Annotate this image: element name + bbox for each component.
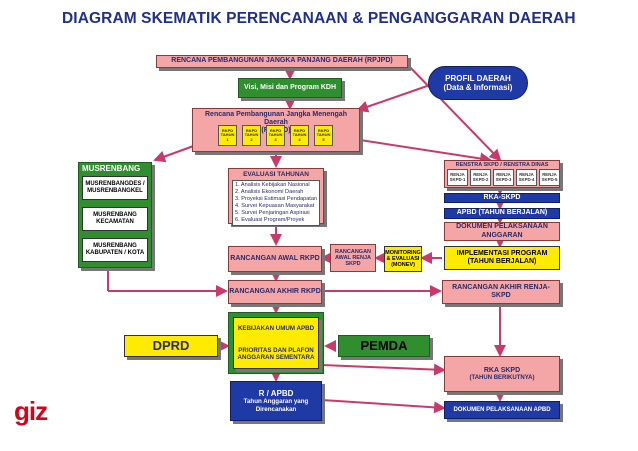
renstra-title: RENSTRA SKPD / RENSTRA DINAS: [455, 162, 549, 168]
evaluasi-item: 1. Analisis Kebijakan Nasional: [235, 182, 310, 188]
rkpd-year-1: RKPD TAHUN 1: [218, 125, 237, 146]
dprd-box: DPRD: [124, 335, 218, 357]
arrow-rapbd-dpa: [321, 399, 446, 414]
kua-title: KEBIJAKAN UMUM APBD: [237, 325, 315, 333]
implementasi-box: IMPLEMENTASI PROGRAM (TAHUN BERJALAN): [444, 246, 560, 270]
rka-skpd-subtitle: (TAHUN BERIKUTNYA): [469, 374, 535, 381]
renja-year-4: RENJA SKPD-4: [516, 169, 537, 186]
kua-ppas-box: KEBIJAKAN UMUM APBD PRIORITAS DAN PLAFON…: [233, 317, 319, 369]
rapbd-title: R / APBD: [258, 389, 294, 399]
rkpd-year-5: RKPD TAHUN 5: [314, 125, 333, 146]
renja-year-1: RENJA SKPD-1: [447, 169, 468, 186]
giz-logo: giz: [14, 396, 48, 426]
profil-title: PROFIL DAERAH: [445, 73, 511, 83]
evaluasi-item: 2. Analisis Ekonomi Daerah: [235, 188, 304, 195]
arrow-kua-rka: [321, 363, 446, 376]
arrow-rpjmd-renstra: [359, 139, 492, 165]
rka-skpd-bottom-box: RKA SKPD (TAHUN BERIKUTNYA): [444, 356, 560, 392]
arrow-profil-rpjmd: [356, 84, 431, 113]
musrenbang-des-box: MUSRENBANGDES / MUSRENBANGKEL: [82, 176, 148, 200]
rancangan-akhir-renja-box: RANCANGAN AKHIR RENJA-SKPD: [442, 280, 560, 304]
evaluasi-title: EVALUASI TAHUNAN: [243, 171, 309, 178]
kua-ppas-outer: KEBIJAKAN UMUM APBD PRIORITAS DAN PLAFON…: [228, 312, 324, 374]
arrow-rpjpd-renstra: [404, 61, 502, 162]
rkpd-year-3: RKPD TAHUN 3: [266, 125, 285, 146]
musrenbang-kab-box: MUSRENBANG KABUPATEN / KOTA: [82, 238, 148, 262]
renja-year-3: RENJA SKPD-3: [493, 169, 514, 186]
profil-daerah-box: PROFIL DAERAH (Data & Informasi): [428, 66, 528, 100]
apbd-box: APBD (TAHUN BERJALAN): [444, 208, 560, 219]
ppas-title: PRIORITAS DAN PLAFON ANGGARAN SEMENTARA: [237, 346, 315, 361]
evaluasi-item: 3. Proyeksi Estimasi Pendapatan: [235, 195, 318, 202]
diagram-title: DIAGRAM SKEMATIK PERENCANAAN & PENGANGGA…: [62, 10, 576, 27]
rapbd-subtitle: Tahun Anggaran yang Direncanakan: [243, 398, 309, 413]
renja-year-5: RENJA SKPD-5: [539, 169, 560, 186]
evaluasi-box: EVALUASI TAHUNAN 1. Analisis Kebijakan N…: [228, 168, 324, 226]
monev-box: MONITORING & EVALUASI (MONEV): [384, 246, 422, 272]
rkpd-year-2: RKPD TAHUN 2: [242, 125, 261, 146]
dpa-box: DOKUMEN PELAKSANAAN ANGGARAN: [444, 222, 560, 241]
renja-year-2: RENJA SKPD-2: [470, 169, 491, 186]
pemda-box: PEMDA: [338, 335, 430, 357]
rka-skpd-title: RKA SKPD: [483, 366, 521, 374]
rpjpd-box: RENCANA PEMBANGUNAN JANGKA PANJANG DAERA…: [156, 55, 408, 68]
rancangan-akhir-rkpd-box: RANCANGAN AKHIR RKPD: [228, 280, 322, 304]
evaluasi-item: 4. Survei Kepuasan Masyarakat: [235, 202, 315, 209]
rka-skpd-top-box: RKA-SKPD: [444, 193, 560, 203]
profil-subtitle: (Data & Informasi): [443, 83, 513, 92]
evaluasi-item: 6. Evaluasi Program/Proyek: [235, 216, 305, 223]
rkpd-year-4: RKPD TAHUN 4: [290, 125, 309, 146]
dpa-apbd-box: DOKUMEN PELAKSANAAN APBD: [444, 401, 560, 419]
musrenbang-label: MUSRENBANG: [82, 164, 141, 173]
visi-misi-box: Visi, Misi dan Program KDH: [238, 78, 342, 98]
rapbd-box: R / APBD Tahun Anggaran yang Direncanaka…: [230, 381, 322, 421]
evaluasi-item: 5. Survei Penjaringan Aspirasi: [235, 209, 310, 216]
rpjmd-title: Rencana Pembangunan Jangka Menengah Daer…: [205, 111, 347, 127]
rancangan-awal-rkpd-box: RANCANGAN AWAL RKPD: [228, 246, 322, 272]
musrenbang-kec-box: MUSRENBANG KECAMATAN: [82, 207, 148, 231]
rancangan-renja-box: RANCANGAN AWAL RENJA SKPD: [330, 244, 376, 272]
